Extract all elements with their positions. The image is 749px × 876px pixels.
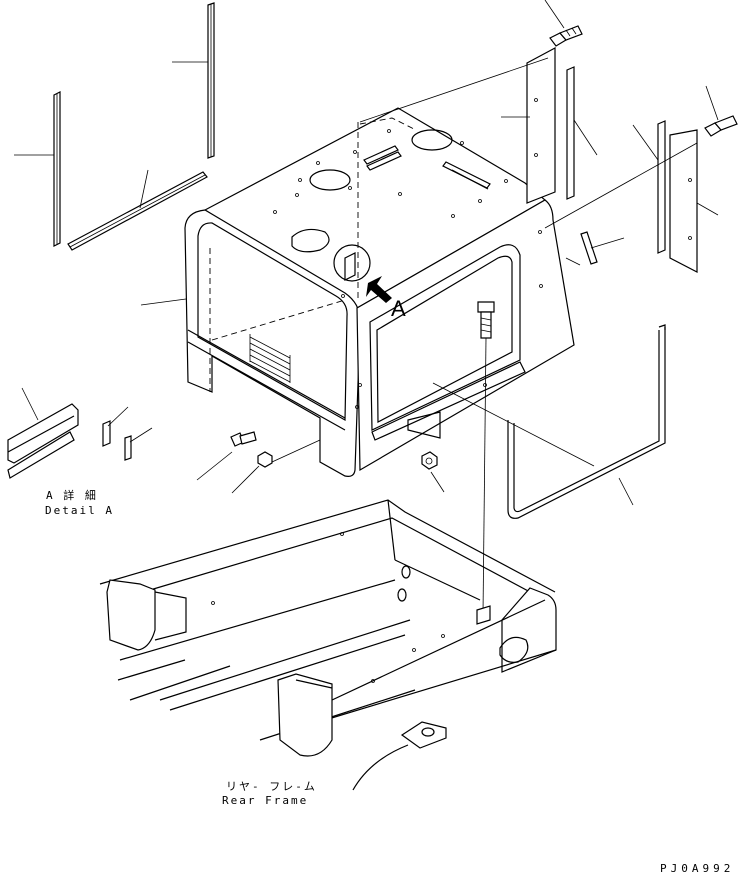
nut <box>421 451 438 470</box>
bolt-top-2 <box>704 115 738 137</box>
engine-hood-cover <box>184 107 575 477</box>
top-hole <box>291 228 330 253</box>
frame-label-en: Rear Frame <box>222 794 309 807</box>
top-hole <box>411 129 453 151</box>
seal-strip-right-2 <box>657 120 666 254</box>
leader-line <box>139 169 149 209</box>
u-shaped-bracket <box>507 324 666 519</box>
detail-label-en: Detail A <box>45 504 114 517</box>
detail-label-jp: A 詳 細 <box>46 489 98 502</box>
side-panel-upper <box>526 46 556 204</box>
detail-a-pin <box>124 435 132 461</box>
bolt-vertical <box>477 301 495 339</box>
seal-strip-vertical-center <box>207 2 215 159</box>
detail-a-clip <box>102 420 111 447</box>
top-hole <box>309 169 351 191</box>
side-panel-right <box>669 129 698 273</box>
spacer-block <box>257 451 273 468</box>
drawing-code: PJ0A992 <box>660 862 735 875</box>
detail-a-circle <box>333 244 371 282</box>
front-louvre-vents <box>249 334 291 383</box>
seal-strip-vertical-left <box>53 91 61 247</box>
bolt-small <box>230 431 257 447</box>
frame-label-jp: リヤ- フレ-ム <box>226 780 317 793</box>
rear-frame <box>99 499 557 791</box>
detail-arrow <box>366 276 392 303</box>
seal-strip-diagonal <box>67 171 208 251</box>
detail-a-rail <box>7 403 79 479</box>
seal-piece-small <box>580 231 598 265</box>
callout-letter-a: A <box>391 296 406 321</box>
bolt-top-1 <box>549 25 583 47</box>
seal-strip-right-1 <box>566 66 575 200</box>
